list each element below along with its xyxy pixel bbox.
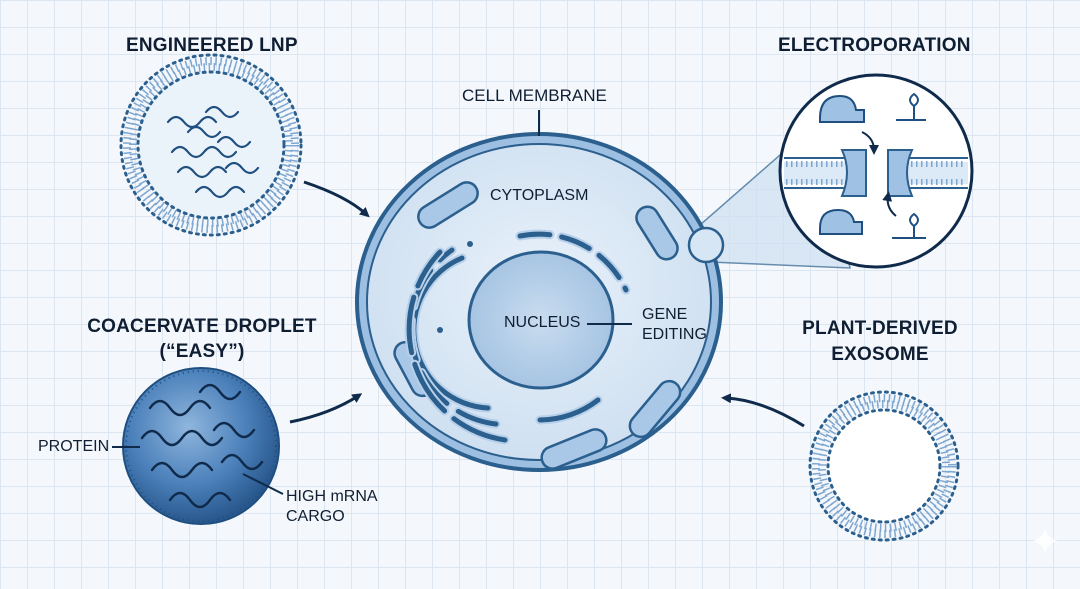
exosome-line-1: PLANT-DERIVED xyxy=(802,318,958,339)
electroporation-label: ELECTROPORATION xyxy=(778,35,971,56)
arrow-exosome-to-cell xyxy=(721,393,805,428)
mrna-leader xyxy=(242,473,284,495)
exosome-label: PLANT-DERIVED EXOSOME xyxy=(790,316,970,368)
coacervate-line-2: (“EASY”) xyxy=(159,341,245,362)
ribosome-dot xyxy=(437,327,443,333)
organelle xyxy=(635,205,679,261)
gene-editing-line-2: EDITING xyxy=(642,326,707,343)
exosome-line-2: EXOSOME xyxy=(831,344,929,365)
cell-membrane-label: CELL MEMBRANE xyxy=(462,86,607,105)
high-mrna-line-1: HIGH mRNA xyxy=(286,488,378,505)
gene-editing-line-1: GENE xyxy=(642,306,688,323)
coacervate-droplet xyxy=(122,367,280,525)
engineered-lnp xyxy=(119,53,303,237)
electroporation-inset xyxy=(778,73,974,269)
protein-label: PROTEIN xyxy=(38,438,110,455)
engineered-lnp-label: ENGINEERED LNP xyxy=(126,35,298,56)
sparkle-icon xyxy=(1032,528,1058,554)
coacervate-line-1: COACERVATE DROPLET xyxy=(87,316,317,337)
nucleus-label: NUCLEUS xyxy=(504,314,581,331)
nucleus xyxy=(467,250,615,390)
arrow-droplet-to-cell xyxy=(289,393,363,424)
high-mrna-label: HIGH mRNA CARGO xyxy=(286,487,378,527)
endoplasmic-reticulum xyxy=(404,229,631,445)
organelle xyxy=(417,181,479,229)
organelle xyxy=(540,428,608,470)
ribosome-dot xyxy=(467,241,473,247)
delivery-arrows xyxy=(289,180,805,428)
organelle xyxy=(628,379,682,439)
coacervate-label: COACERVATE DROPLET (“EASY”) xyxy=(82,314,322,364)
arrow-lnp-to-cell xyxy=(303,180,370,218)
zoom-source xyxy=(687,226,725,264)
gene-editing-label: GENE EDITING xyxy=(642,305,707,345)
cytoplasm-label: CYTOPLASM xyxy=(490,187,589,204)
plant-derived-exosome xyxy=(808,390,960,542)
high-mrna-line-2: CARGO xyxy=(286,508,345,525)
